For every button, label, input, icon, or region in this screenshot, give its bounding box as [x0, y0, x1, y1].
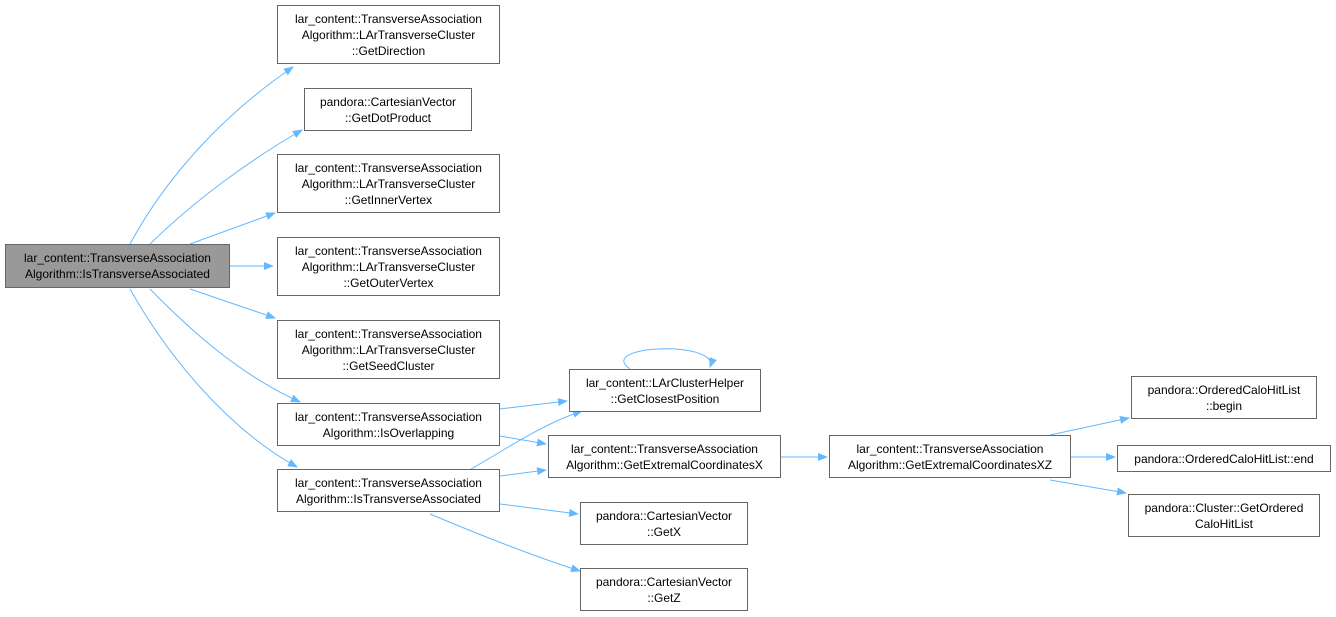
node-label-line: lar_content::TransverseAssociation — [571, 441, 758, 456]
node-label-line: Algorithm::LArTransverseCluster — [301, 176, 476, 191]
node-label-line: ::GetOuterVertex — [343, 275, 434, 290]
node-label-line: ::GetDirection — [351, 43, 426, 58]
node-label-line: lar_content::TransverseAssociation — [295, 160, 482, 175]
edge-root-getinner — [189, 212, 276, 245]
node-get-z[interactable]: pandora::CartesianVector::GetZ — [580, 568, 748, 611]
node-label-line: Algorithm::LArTransverseCluster — [301, 27, 476, 42]
node-label-line: pandora::OrderedCaloHitList::end — [1134, 451, 1314, 466]
node-label-line: Algorithm::IsOverlapping — [322, 425, 455, 440]
node-ordered-calo-hit-list-begin[interactable]: pandora::OrderedCaloHitList::begin — [1131, 376, 1317, 419]
node-label-line: lar_content::LArClusterHelper — [585, 375, 745, 390]
node-label-line: ::GetClosestPosition — [610, 391, 720, 406]
edge-istrans2-closest — [470, 410, 583, 470]
edge-root-getseed — [189, 288, 276, 319]
node-label-line: lar_content::TransverseAssociation — [24, 251, 211, 265]
node-label-line: ::GetInnerVertex — [344, 192, 433, 207]
node-label-line: Algorithm::LArTransverseCluster — [301, 259, 476, 274]
node-label-line: ::GetDotProduct — [344, 110, 432, 125]
node-label-line: lar_content::TransverseAssociation — [295, 243, 482, 258]
edge-root-isoverlap — [149, 288, 301, 403]
edge-istrans2-extremx — [499, 467, 547, 477]
node-get-x[interactable]: pandora::CartesianVector::GetX — [580, 502, 748, 545]
edge-root-istrans2 — [129, 288, 298, 468]
node-label-line: ::GetSeedCluster — [342, 358, 435, 373]
node-label-line: lar_content::TransverseAssociation — [295, 475, 482, 490]
node-label-line: ::GetZ — [647, 590, 681, 605]
node-label-line: Algorithm::GetExtremalCoordinatesXZ — [847, 457, 1053, 472]
node-label-line: Algorithm::IsTransverseAssociated — [296, 491, 481, 506]
edge-root-getdot — [149, 129, 303, 245]
node-label-line: pandora::CartesianVector — [595, 508, 733, 523]
node-ordered-calo-hit-list-end[interactable]: pandora::OrderedCaloHitList::end — [1117, 445, 1331, 472]
node-label-line: pandora::Cluster::GetOrdered — [1144, 500, 1304, 515]
node-label-line: CaloHitList — [1194, 516, 1254, 531]
edge-extremxz-begin — [1049, 415, 1130, 436]
edge-root-getdirection — [129, 66, 294, 245]
edge-closest-self — [623, 348, 717, 370]
node-get-dot-product[interactable]: pandora::CartesianVector::GetDotProduct — [304, 88, 472, 131]
edge-extremxz-getordered — [1049, 479, 1127, 496]
edge-istrans2-getz — [429, 513, 581, 573]
edge-isoverlap-closest — [499, 398, 568, 410]
node-get-closest-position[interactable]: lar_content::LArClusterHelper::GetCloses… — [569, 369, 761, 412]
edge-isoverlap-extremx — [499, 435, 547, 447]
node-label-line: Algorithm::IsTransverseAssociated — [25, 267, 210, 281]
node-label-line: lar_content::TransverseAssociation — [856, 441, 1044, 456]
node-label-line: ::GetX — [646, 524, 681, 539]
node-label-line: pandora::OrderedCaloHitList — [1147, 382, 1301, 397]
node-label-line: lar_content::TransverseAssociation — [295, 11, 482, 26]
node-label-line: lar_content::TransverseAssociation — [295, 326, 482, 341]
edge-istrans2-getx — [499, 503, 579, 517]
node-label-line: pandora::CartesianVector — [319, 94, 457, 109]
node-label-line: pandora::CartesianVector — [595, 574, 733, 589]
node-label-line: lar_content::TransverseAssociation — [295, 409, 482, 424]
node-label-line: Algorithm::LArTransverseCluster — [301, 342, 476, 357]
node-label-line: ::begin — [1205, 398, 1243, 413]
node-label-line: Algorithm::GetExtremalCoordinatesX — [566, 457, 763, 472]
